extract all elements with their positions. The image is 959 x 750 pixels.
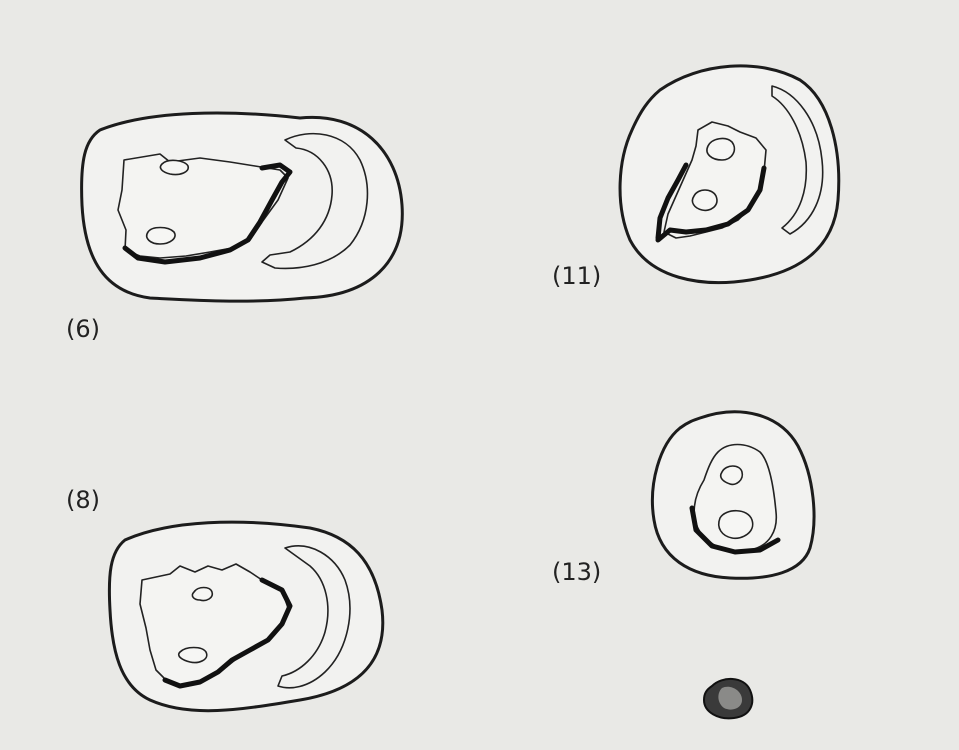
figure-11-drawing bbox=[620, 66, 839, 283]
figure-6-nucleus-top bbox=[160, 160, 188, 174]
figure-6-label: (6) bbox=[66, 315, 100, 343]
figure-6-nucleus-bottom bbox=[147, 228, 175, 245]
figure-8-drawing bbox=[109, 522, 382, 711]
figure-6-drawing bbox=[82, 113, 403, 301]
figure-11-nucleus-bottom bbox=[692, 190, 716, 210]
figure-13-drawing bbox=[652, 412, 814, 578]
figure-13-nucleus-bottom bbox=[719, 511, 753, 539]
figure-13-label: (13) bbox=[552, 558, 601, 586]
figure-13-nucleus-top bbox=[721, 466, 743, 484]
figure-8-nucleus-bottom bbox=[179, 648, 207, 663]
figure-11-nucleus-top bbox=[707, 139, 734, 160]
figure-8-label: (8) bbox=[66, 486, 100, 514]
figure-8-nucleus-top bbox=[192, 588, 212, 601]
figure-11-label: (11) bbox=[552, 262, 601, 290]
